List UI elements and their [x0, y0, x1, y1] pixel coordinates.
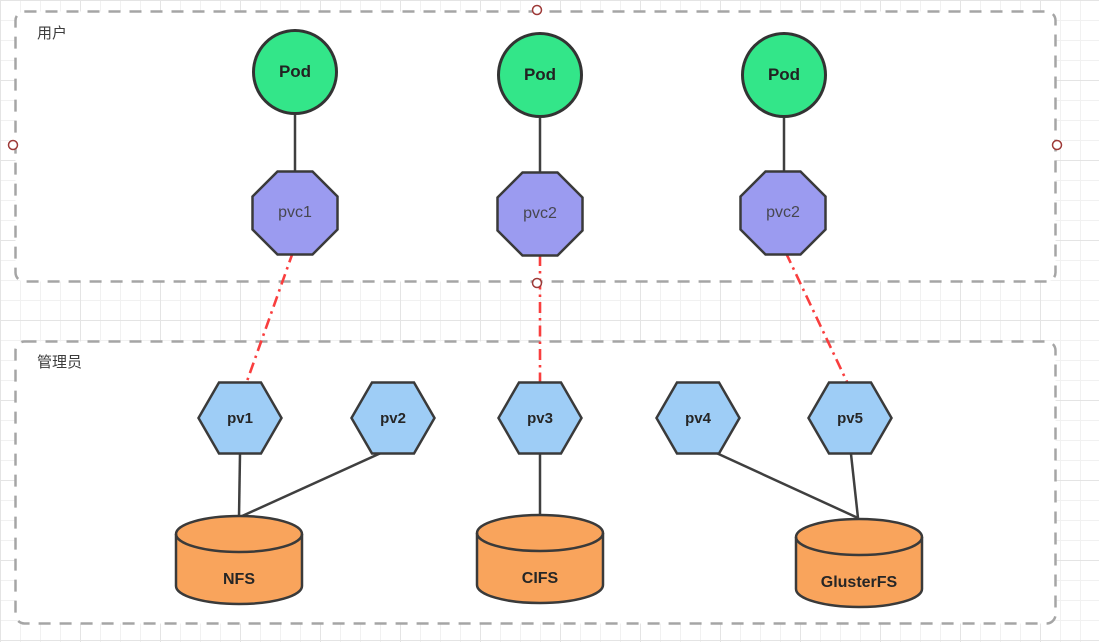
node-pvc-1[interactable]: pvc1	[251, 170, 339, 256]
hexagon-shape	[197, 381, 283, 455]
node-pod-2[interactable]: Pod	[497, 32, 583, 118]
node-storage-glusterfs[interactable]: GlusterFS	[794, 517, 924, 609]
admin-region-label: 管理员	[37, 354, 83, 371]
node-storage-nfs[interactable]: NFS	[174, 514, 304, 606]
node-pvc-3[interactable]: pvc2	[739, 170, 827, 256]
cylinder-shape	[794, 517, 924, 609]
node-pv-4[interactable]: pv4	[655, 381, 741, 455]
connection-point-marker-bottom[interactable]	[531, 277, 543, 289]
hexagon-shape	[497, 381, 583, 455]
edge-pv1-nfs[interactable]	[237, 453, 242, 518]
hexagon-shape	[350, 381, 436, 455]
node-storage-cifs[interactable]: CIFS	[475, 513, 605, 605]
cylinder-shape	[174, 514, 304, 606]
node-pv-3[interactable]: pv3	[497, 381, 583, 455]
node-pv-5[interactable]: pv5	[807, 381, 893, 455]
node-pv-2[interactable]: pv2	[350, 381, 436, 455]
node-pv-1[interactable]: pv1	[197, 381, 283, 455]
cylinder-top-arc	[794, 536, 924, 557]
edge-pv2-nfs[interactable]	[239, 450, 384, 519]
hexagon-shape	[807, 381, 893, 455]
node-pod-3[interactable]: Pod	[741, 32, 827, 118]
user-region-label: 用户	[37, 25, 68, 42]
cylinder-top-arc	[475, 532, 605, 553]
edge-pv5-glusterfs[interactable]	[849, 453, 860, 519]
edge-pv4-glusterfs[interactable]	[711, 449, 859, 520]
cylinder-shape	[475, 513, 605, 605]
octagon-shape	[739, 170, 827, 256]
connection-point-marker-top[interactable]	[531, 4, 543, 16]
octagon-shape	[251, 170, 339, 256]
connection-point-marker-left[interactable]	[7, 139, 19, 151]
pod-label: Pod	[523, 65, 557, 84]
cylinder-top-arc	[174, 533, 304, 554]
pod-label: Pod	[767, 65, 801, 84]
node-pvc-2[interactable]: pvc2	[496, 171, 584, 257]
claim-edge-pvc2-pv5[interactable]	[784, 252, 850, 385]
node-pod-1[interactable]: Pod	[252, 29, 338, 115]
connection-point-marker-right[interactable]	[1051, 139, 1063, 151]
pod-label: Pod	[278, 62, 312, 81]
hexagon-shape	[655, 381, 741, 455]
octagon-shape	[496, 171, 584, 257]
